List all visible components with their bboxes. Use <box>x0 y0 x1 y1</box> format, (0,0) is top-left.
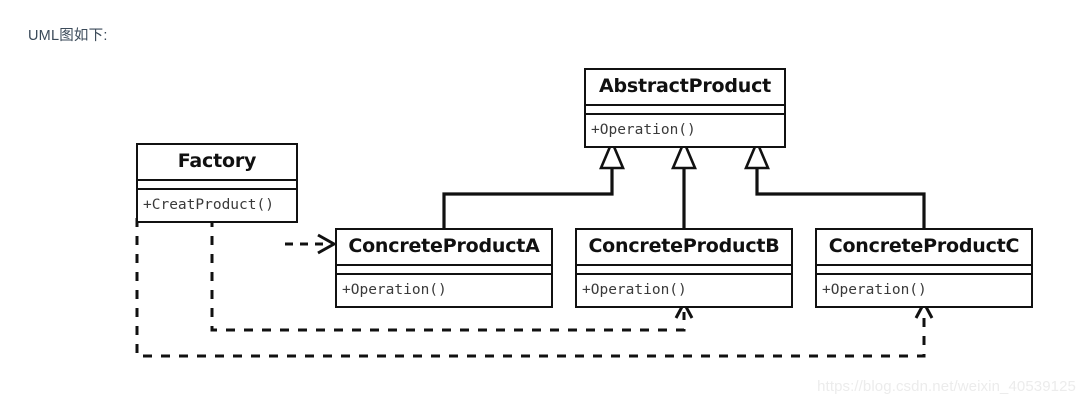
class-attributes-concrete-product-a <box>337 264 551 273</box>
generalization-c <box>744 138 926 228</box>
page-caption: UML图如下: <box>28 28 108 44</box>
class-name-concrete-product-a: ConcreteProductA <box>348 235 540 257</box>
generalization-a <box>442 138 625 228</box>
class-operation-concrete-product-c: +Operation() <box>817 273 1031 306</box>
class-attributes-abstract-product <box>586 104 784 113</box>
class-box-concrete-product-b[interactable]: ConcreteProductB +Operation() <box>575 228 793 308</box>
class-attributes-concrete-product-c <box>817 264 1031 273</box>
dependency-factory-to-a <box>285 233 338 255</box>
class-box-concrete-product-c[interactable]: ConcreteProductC +Operation() <box>815 228 1033 308</box>
generalization-b <box>671 138 697 228</box>
class-name-factory: Factory <box>177 150 257 172</box>
class-attributes-factory <box>138 179 296 188</box>
class-operation-concrete-product-b: +Operation() <box>577 273 791 306</box>
class-box-factory[interactable]: Factory +CreatProduct() <box>136 143 298 223</box>
class-box-concrete-product-a[interactable]: ConcreteProductA +Operation() <box>335 228 553 308</box>
class-name-concrete-product-c: ConcreteProductC <box>828 235 1020 257</box>
watermark-text: https://blog.csdn.net/weixin_40539125 <box>817 378 1076 395</box>
class-name-abstract-product: AbstractProduct <box>598 75 772 97</box>
class-box-abstract-product[interactable]: AbstractProduct +Operation() <box>584 68 786 148</box>
class-operation-abstract-product: +Operation() <box>586 113 784 146</box>
class-operation-factory: +CreatProduct() <box>138 188 296 221</box>
class-attributes-concrete-product-b <box>577 264 791 273</box>
class-name-concrete-product-b: ConcreteProductB <box>588 235 780 257</box>
class-operation-concrete-product-a: +Operation() <box>337 273 551 306</box>
